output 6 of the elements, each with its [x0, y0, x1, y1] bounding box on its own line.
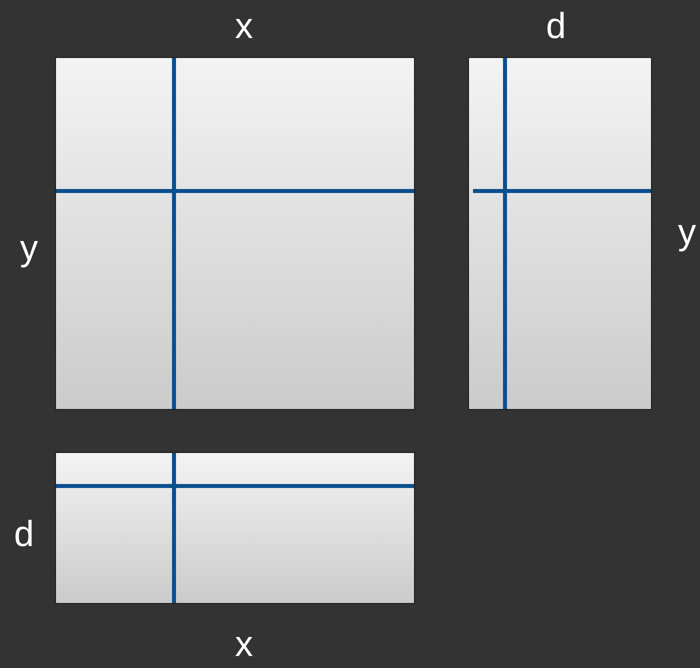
dimension-label: x	[235, 626, 253, 662]
dimension-label: y	[20, 230, 38, 266]
dimension-label: d	[14, 516, 34, 552]
dimension-label: y	[678, 214, 696, 250]
dimension-label: x	[235, 8, 253, 44]
dimension-label: d	[546, 8, 566, 44]
